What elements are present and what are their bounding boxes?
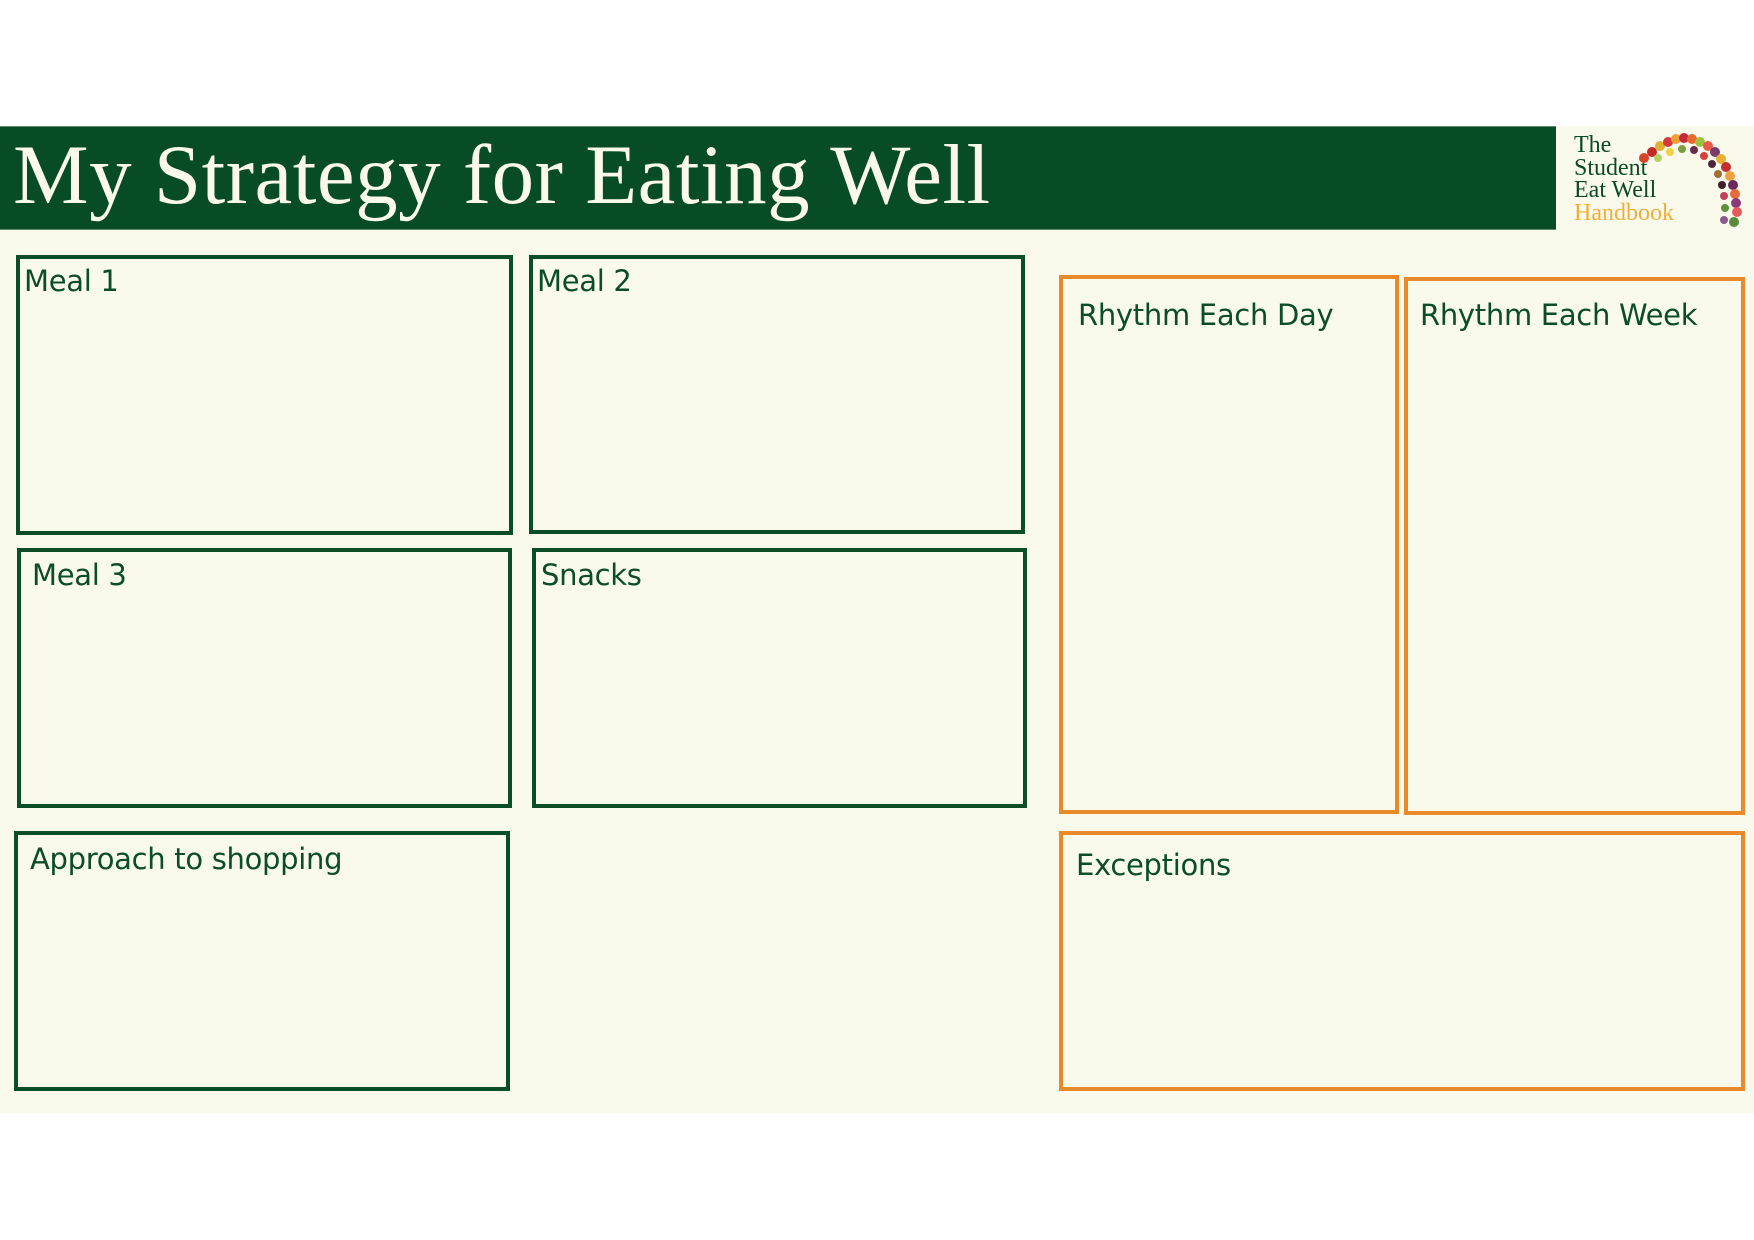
exceptions-label: Exceptions xyxy=(1076,848,1231,882)
snacks-label: Snacks xyxy=(541,558,642,592)
rhythm-each-day-label: Rhythm Each Day xyxy=(1078,298,1334,332)
exceptions-box[interactable] xyxy=(1059,831,1745,1091)
meal-2-box[interactable] xyxy=(529,255,1025,534)
rhythm-each-week-label: Rhythm Each Week xyxy=(1420,298,1698,332)
shopping-approach-label: Approach to shopping xyxy=(30,842,343,876)
meal-1-label: Meal 1 xyxy=(24,264,119,298)
title-bar xyxy=(0,126,1556,230)
meal-1-box[interactable] xyxy=(16,255,513,535)
logo-line-student: Student xyxy=(1574,154,1648,181)
snacks-box[interactable] xyxy=(532,548,1027,808)
fruit-vegetable-arc-icon xyxy=(1639,133,1742,227)
meal-2-label: Meal 2 xyxy=(537,264,632,298)
logo-text: The Student Eat Well Handbook xyxy=(1574,132,1674,226)
rhythm-each-day-box[interactable] xyxy=(1059,275,1399,814)
meal-3-label: Meal 3 xyxy=(32,558,127,592)
handbook-logo: The Student Eat Well Handbook xyxy=(1556,126,1754,230)
page-title: My Strategy for Eating Well xyxy=(13,128,991,222)
shopping-approach-box[interactable] xyxy=(14,831,510,1091)
logo-line-handbook: Handbook xyxy=(1574,199,1674,226)
logo-line-the: The xyxy=(1574,132,1612,158)
rhythm-each-week-box[interactable] xyxy=(1404,277,1745,815)
logo-line-eat-well: Eat Well xyxy=(1574,177,1657,203)
meal-3-box[interactable] xyxy=(17,548,512,808)
